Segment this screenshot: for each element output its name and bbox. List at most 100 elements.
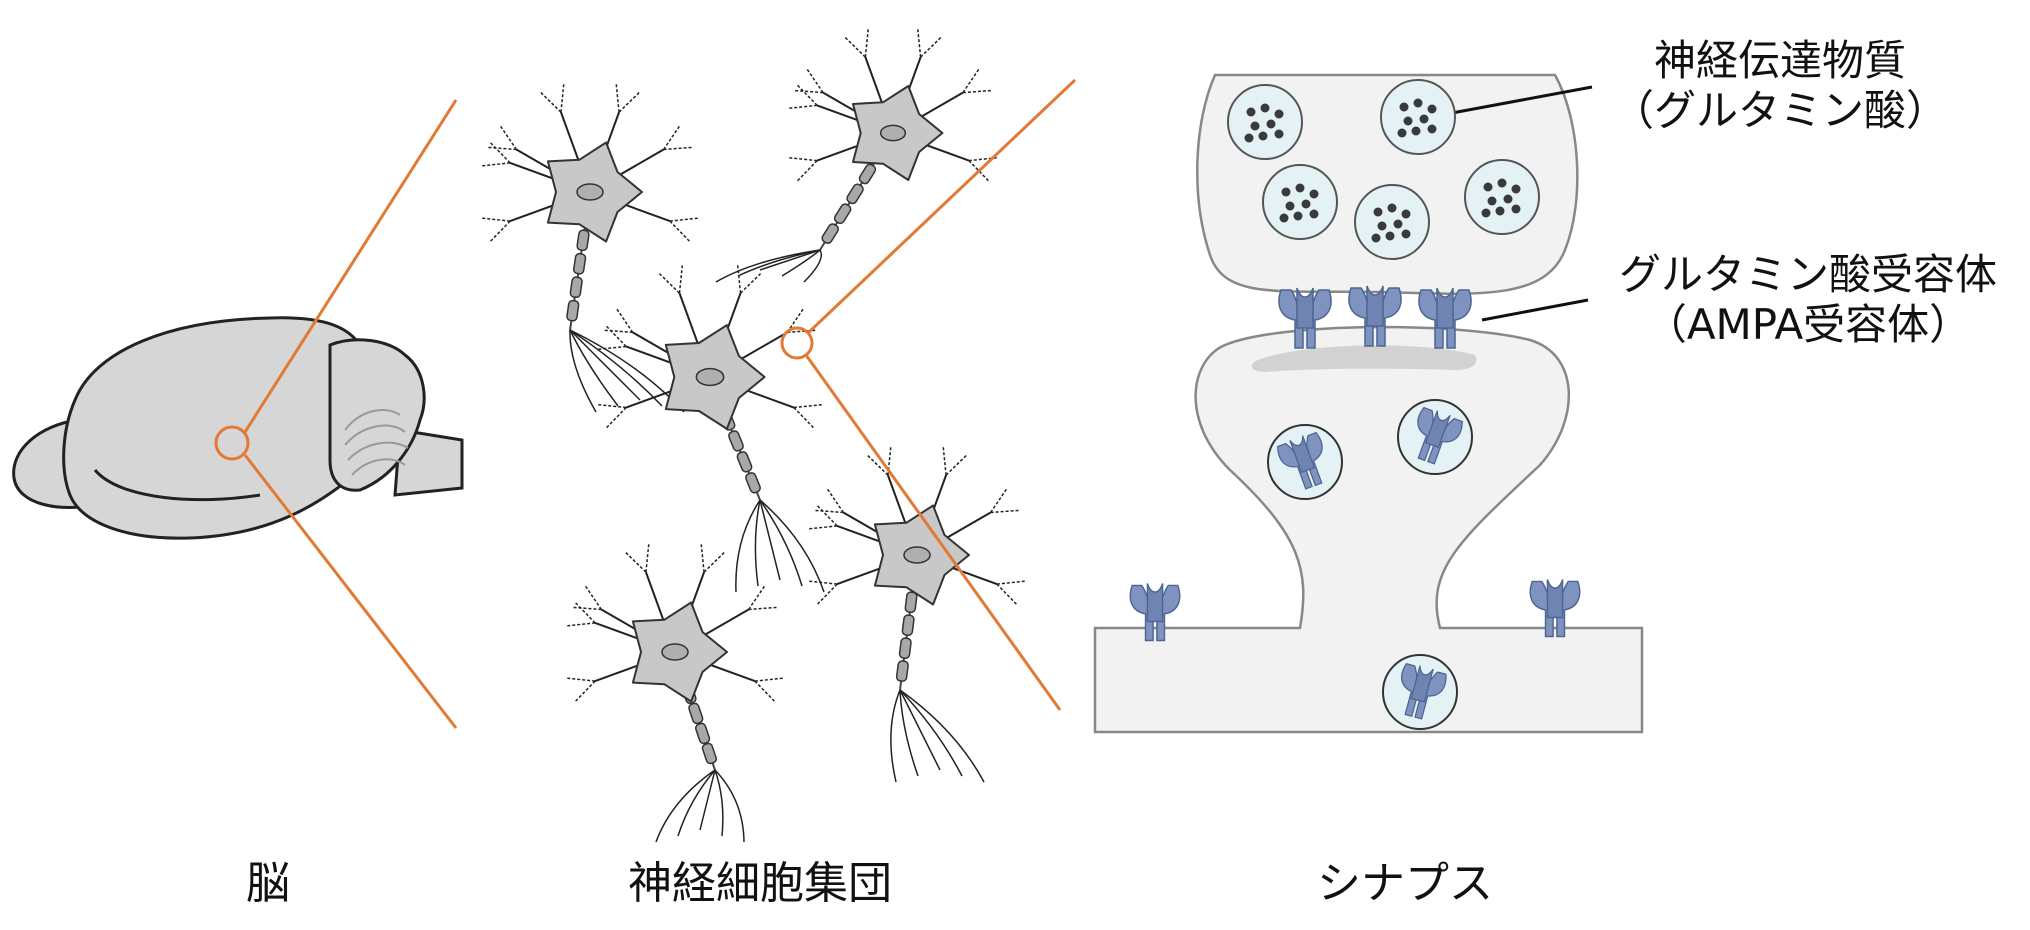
dendrite-branch (843, 35, 866, 58)
glutamate-molecule (1483, 182, 1493, 192)
myelin-segment (694, 722, 711, 745)
myelin-segment (904, 591, 918, 614)
glutamate-molecule (1419, 114, 1429, 124)
brain-zoom-circle (214, 425, 250, 461)
glutamate-molecule (1413, 98, 1423, 108)
brain-caption: 脳 (246, 858, 290, 909)
dendrite-branch (962, 67, 981, 94)
dendrite-branch (793, 89, 824, 94)
dendrite-branch (596, 403, 627, 409)
postsynaptic-density (1251, 345, 1477, 372)
dendrite-branch (945, 453, 969, 476)
dendrite-branch (486, 146, 517, 151)
nucleus (695, 367, 725, 387)
neurotransmitter-leader (1451, 85, 1593, 115)
brain-stem (393, 428, 464, 497)
dendrite-branch (815, 503, 838, 527)
dendrite-branch (740, 271, 763, 294)
receptor-pore (1546, 579, 1564, 619)
nucleus (576, 183, 604, 201)
receptor-subunit (1414, 671, 1447, 720)
dendrite-branch (793, 407, 816, 430)
dendrite-branch (663, 146, 694, 151)
axon-terminal (899, 689, 985, 783)
neurotransmitter-label: 神経伝達物質 （グルタミン酸） (1600, 36, 1960, 137)
axon-terminal (781, 249, 821, 277)
dendrite-branch (807, 580, 838, 585)
neuron-5 (565, 542, 785, 843)
dendrite-branch (754, 680, 777, 704)
glutamate-molecule (1511, 184, 1521, 194)
dendrite-branch (942, 445, 947, 476)
glutamate-molecule (1487, 196, 1497, 206)
vesicle (1380, 79, 1456, 155)
glutamate-molecule (1503, 194, 1513, 204)
glutamate-molecule (1258, 131, 1268, 141)
glutamate-molecule (1274, 109, 1284, 119)
glutamate-molecule (1260, 103, 1270, 113)
dendrite-branch (560, 82, 565, 113)
dendrite-branch (615, 82, 620, 113)
glutamate-molecule (1427, 124, 1437, 134)
receptor-label: グルタミン酸受容体 （AMPA受容体） (1598, 250, 2018, 351)
myelin-segment (569, 276, 583, 299)
extrasynaptic-ampa-receptor (1529, 579, 1581, 638)
cerebellum-folia (344, 409, 409, 476)
brain-zoom-line-top (243, 99, 458, 433)
glutamate-molecule (1511, 204, 1521, 214)
axon-terminal (569, 329, 619, 407)
receptor-pore (1436, 287, 1454, 329)
neuron-3 (596, 263, 825, 593)
receptor-label-line2: （AMPA受容体） (1644, 300, 1972, 350)
receptor-subunit (1417, 406, 1436, 462)
dendrite-branch (989, 487, 1009, 513)
dendrite-branch (795, 160, 818, 183)
dendrite-branch (787, 104, 818, 110)
neuron-zoom-circle (780, 326, 814, 360)
glutamate-molecule (1309, 189, 1319, 199)
myelin-segment (898, 637, 912, 659)
neuron-zoom-line-bottom (804, 354, 1062, 711)
axon-terminal (754, 499, 761, 587)
dendrite-branch (807, 525, 838, 530)
dendrite-branch (571, 606, 602, 611)
dendrite-branch (700, 542, 705, 573)
glutamate-molecule (1385, 231, 1395, 241)
endosome (1397, 399, 1473, 475)
dendrite-branch (615, 307, 634, 333)
myelin-segment (901, 614, 915, 637)
brain-lower-lobe (93, 469, 261, 502)
glutamate-molecule (1401, 209, 1411, 219)
myelin-segment (688, 702, 704, 725)
dendrite-branch (736, 263, 742, 294)
receptor-leader (1481, 298, 1589, 322)
dendrite-branch (990, 509, 1021, 514)
glutamate-molecule (1371, 233, 1381, 243)
axon-terminal (890, 689, 901, 783)
ampa-receptors (1129, 285, 1581, 730)
neuron-population-illustration (480, 27, 1027, 843)
dendrite-branch (864, 27, 870, 58)
glutamate-molecule (1281, 187, 1291, 197)
dendrite-branch (805, 67, 824, 94)
dendrite-branch (498, 124, 518, 150)
receptor-pore (1289, 435, 1316, 474)
glutamate-molecule (1403, 116, 1413, 126)
endosome (1382, 654, 1458, 730)
glutamate-molecule (1411, 126, 1421, 136)
myelin-segment (745, 472, 761, 494)
receptor-subunit (1277, 442, 1313, 490)
myelin-segment (736, 451, 753, 473)
myelin-segment (846, 183, 864, 205)
dendrite-branch (480, 217, 511, 222)
dendrite-branch (602, 329, 633, 334)
glutamate-molecule (1295, 183, 1305, 193)
dendrite-branch (996, 583, 1019, 607)
glutamate-molecule (1293, 211, 1303, 221)
receptor-subunit (1427, 417, 1463, 465)
dendrite-branch (604, 324, 627, 347)
dendrite-branch (962, 89, 993, 94)
receptor-pore (1146, 583, 1164, 623)
